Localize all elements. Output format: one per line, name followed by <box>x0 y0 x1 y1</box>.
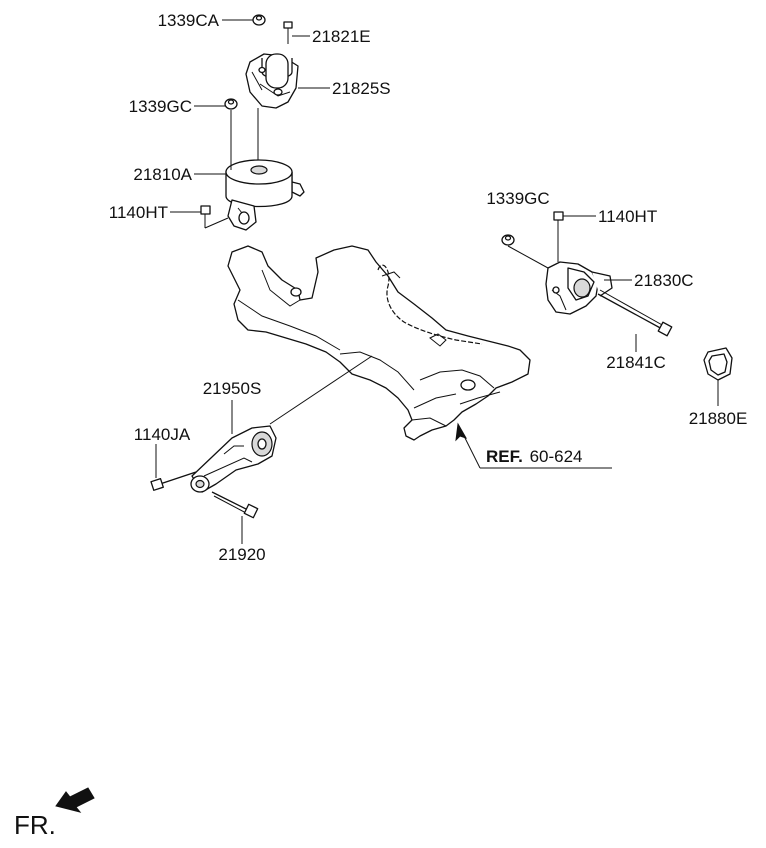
label-21821e: 21821E <box>312 27 371 46</box>
subframe-crossmember <box>227 245 531 441</box>
front-arrow-icon <box>55 787 95 813</box>
nut-1339gc-right <box>501 234 549 269</box>
nut-1339gc-top <box>224 98 238 170</box>
bolt-1140ht-left <box>200 205 229 229</box>
bolt-21821e <box>283 21 293 44</box>
nut-1339ca <box>252 14 266 26</box>
reference-label: REF. 60-624 <box>486 447 583 466</box>
engine-mount-bracket-21825s <box>245 53 299 109</box>
label-1339gc-right: 1339GC <box>486 189 549 208</box>
label-21825s: 21825S <box>332 79 391 98</box>
front-direction-indicator: FR. <box>14 787 95 840</box>
label-21830c: 21830C <box>634 271 694 290</box>
label-21880e: 21880E <box>689 409 748 428</box>
bolt-21920 <box>211 491 259 519</box>
label-21810a: 21810A <box>133 165 192 184</box>
label-21920: 21920 <box>218 545 265 564</box>
front-label: FR. <box>14 810 56 840</box>
reference-prefix: REF. <box>486 447 523 466</box>
label-1339gc-top: 1339GC <box>129 97 192 116</box>
label-1339ca: 1339CA <box>158 11 220 30</box>
bolt-1140ht-right <box>553 211 564 232</box>
label-21950s: 21950S <box>203 379 262 398</box>
insulator-21810a <box>225 108 305 231</box>
label-1140ht-right: 1140HT <box>598 207 657 226</box>
leader-lines <box>155 19 719 544</box>
transmission-mount-21830c <box>545 230 613 315</box>
gasket-21880e <box>703 347 733 381</box>
roll-rod-21950s <box>190 355 373 493</box>
label-1140ht-left: 1140HT <box>109 203 168 222</box>
label-1140ja: 1140JA <box>134 425 191 444</box>
label-21841c: 21841C <box>606 353 666 372</box>
bolt-21841c <box>597 289 673 337</box>
bolt-1140ja <box>150 471 197 491</box>
reference-number: 60-624 <box>530 447 583 466</box>
